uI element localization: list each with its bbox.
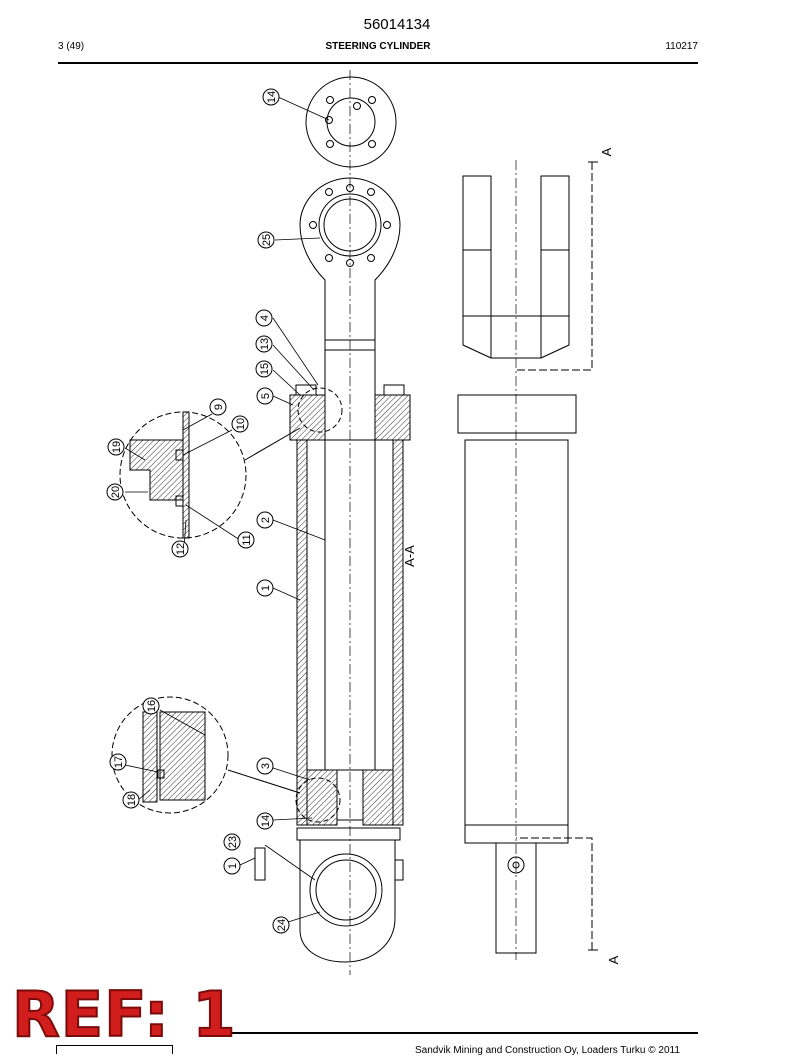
callout-18: 18 [126, 794, 138, 806]
callout-12: 12 [175, 543, 187, 555]
callout-4: 4 [259, 315, 271, 321]
callout-13: 13 [259, 338, 271, 350]
detail-view-lower [111, 696, 229, 814]
header-divider [58, 62, 698, 64]
document-code: 110217 [665, 41, 698, 52]
cylinder-base [254, 827, 404, 963]
footer-copyright: Sandvik Mining and Construction Oy, Load… [415, 1045, 680, 1056]
cylinder-barrel [296, 439, 404, 826]
document-number: 56014134 [363, 16, 431, 33]
callout-2: 2 [260, 517, 272, 523]
detail-view-upper [119, 411, 247, 539]
callout-11: 11 [241, 534, 253, 545]
callout-14-top: 14 [266, 91, 278, 103]
detail-lower-section [142, 711, 206, 803]
side-view-barrel [457, 394, 577, 954]
section-label: A-A [402, 545, 417, 567]
callout-16: 16 [146, 700, 158, 712]
callout-balloons: 14 25 4 13 15 5 9 10 19 20 12 11 2 1 16 … [106, 88, 290, 934]
callout-24: 24 [276, 919, 288, 931]
detail-upper-section [129, 411, 190, 539]
callout-5: 5 [260, 393, 272, 399]
ref-stamp: REF: 1 [11, 978, 237, 1051]
callout-1-base: 1 [227, 863, 239, 869]
callout-17: 17 [113, 756, 125, 768]
company-logo [56, 1045, 173, 1054]
callout-1-barrel: 1 [260, 585, 272, 591]
callout-20: 20 [110, 486, 122, 498]
section-marker-bottom: A [606, 955, 621, 964]
footer-divider [232, 1032, 698, 1034]
callout-23: 23 [227, 836, 239, 848]
callout-19: 19 [111, 441, 123, 453]
header-row: 3 (49) STEERING CYLINDER 110217 [58, 41, 698, 55]
callout-9: 9 [213, 404, 225, 410]
callout-15: 15 [259, 363, 271, 375]
callout-3: 3 [260, 763, 272, 769]
callout-25: 25 [261, 234, 273, 246]
end-cap-top-view [305, 76, 397, 168]
callout-10: 10 [235, 418, 247, 430]
section-marker-top: A [599, 147, 614, 156]
document-title: STEERING CYLINDER [325, 41, 431, 52]
technical-drawing: 14 25 4 13 15 5 9 10 19 20 12 11 2 1 16 … [106, 70, 621, 975]
page-number: 3 (49) [58, 41, 85, 52]
callout-14-bottom: 14 [260, 815, 272, 827]
